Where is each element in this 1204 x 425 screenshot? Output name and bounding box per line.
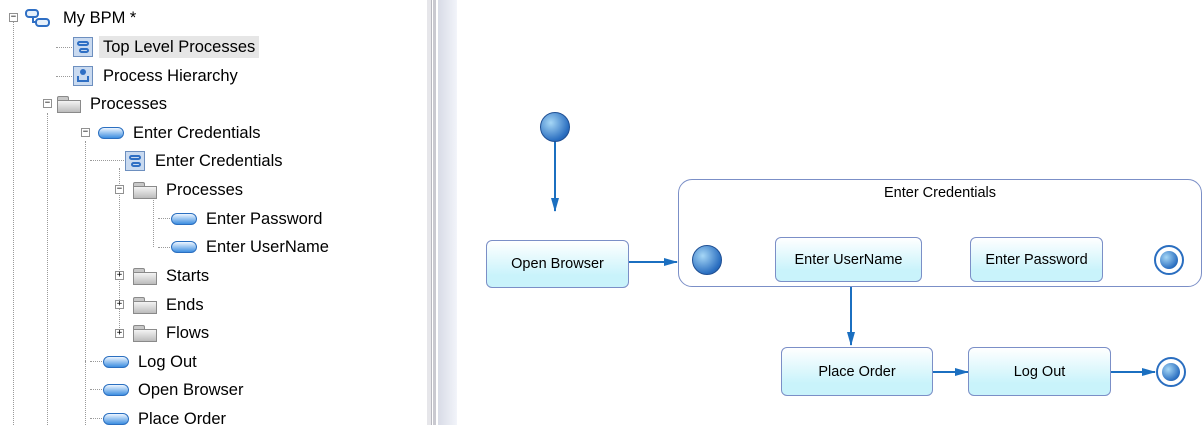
- node-label: Enter Password: [985, 251, 1088, 268]
- process-icon: [98, 127, 124, 139]
- diagram-icon: [125, 151, 145, 171]
- tree-item-enter-password[interactable]: Enter Password: [171, 206, 326, 232]
- collapse-toggle[interactable]: −: [43, 98, 52, 108]
- tree-item-open-browser[interactable]: Open Browser: [103, 377, 247, 403]
- tree-connector-line: [90, 160, 124, 161]
- tree-item-top-level-processes[interactable]: Top Level Processes: [73, 34, 260, 60]
- node-label: Place Order: [818, 363, 896, 380]
- hierarchy-icon: [73, 66, 93, 86]
- collapse-toggle[interactable]: −: [9, 12, 18, 22]
- process-diagram-canvas[interactable]: Open Browser Enter Credentials Enter Use…: [457, 0, 1204, 425]
- tree-connector-line: [13, 18, 14, 425]
- tree-connector-line: [119, 168, 120, 336]
- tree-folder-starts[interactable]: Starts: [133, 263, 213, 289]
- tree-connector-line: [56, 76, 72, 77]
- diagram-icon: [73, 37, 93, 57]
- tree-connector-line: [90, 389, 102, 390]
- folder-icon: [133, 267, 157, 285]
- node-label: Log Out: [1013, 363, 1066, 380]
- model-browser-tree: − − − − + + + My BPM * Top Level Process…: [0, 0, 420, 425]
- tree-item-label: Enter Credentials: [155, 152, 283, 170]
- tree-item-label: Open Browser: [138, 381, 244, 399]
- tree-item-enter-credentials-process[interactable]: Enter Credentials: [98, 120, 264, 146]
- process-place-order[interactable]: Place Order: [781, 347, 933, 396]
- tree-folder-ends[interactable]: Ends: [133, 292, 208, 318]
- tree-item-root[interactable]: My BPM *: [25, 5, 140, 31]
- process-icon: [103, 356, 129, 368]
- tree-connector-line: [153, 197, 154, 247]
- tree-item-label: Enter UserName: [206, 238, 329, 256]
- tree-item-enter-username[interactable]: Enter UserName: [171, 234, 333, 260]
- tree-item-label: Top Level Processes: [99, 36, 260, 58]
- tree-connector-line: [158, 247, 170, 248]
- tree-item-label: Enter Password: [206, 210, 323, 228]
- collapse-toggle[interactable]: −: [115, 184, 124, 194]
- tree-item-label: My BPM *: [63, 9, 137, 27]
- tree-folder-flows[interactable]: Flows: [133, 320, 213, 346]
- expand-toggle[interactable]: +: [115, 270, 124, 280]
- tree-item-label: Processes: [166, 181, 244, 199]
- bpm-model-icon: [25, 8, 51, 28]
- end-event-sub[interactable]: [1154, 245, 1184, 275]
- process-open-browser[interactable]: Open Browser: [486, 240, 629, 288]
- node-label: Enter UserName: [794, 251, 903, 268]
- folder-icon: [133, 181, 157, 199]
- expand-toggle[interactable]: +: [115, 299, 124, 309]
- process-enter-username[interactable]: Enter UserName: [775, 237, 922, 282]
- folder-icon: [133, 296, 157, 314]
- tree-folder-processes[interactable]: Processes: [57, 91, 171, 117]
- folder-icon: [57, 95, 81, 113]
- process-icon: [171, 241, 197, 253]
- tree-item-log-out[interactable]: Log Out: [103, 349, 201, 375]
- tree-connector-line: [90, 361, 102, 362]
- tree-connector-line: [158, 218, 170, 219]
- tree-connector-line: [56, 47, 72, 48]
- tree-item-place-order[interactable]: Place Order: [103, 406, 230, 425]
- process-enter-password[interactable]: Enter Password: [970, 237, 1103, 282]
- tree-connector-line: [90, 418, 102, 419]
- process-icon: [171, 213, 197, 225]
- tree-item-label: Starts: [166, 267, 210, 285]
- group-title: Enter Credentials: [883, 185, 997, 201]
- tree-item-label: Enter Credentials: [133, 124, 261, 142]
- process-icon: [103, 384, 129, 396]
- process-group-enter-credentials[interactable]: Enter Credentials: [678, 179, 1202, 287]
- folder-icon: [133, 324, 157, 342]
- process-icon: [103, 413, 129, 425]
- process-log-out[interactable]: Log Out: [968, 347, 1111, 396]
- tree-item-process-hierarchy[interactable]: Process Hierarchy: [73, 63, 242, 89]
- expand-toggle[interactable]: +: [115, 328, 124, 338]
- end-event-main[interactable]: [1156, 357, 1186, 387]
- tree-item-label: Flows: [166, 324, 210, 342]
- tree-item-label: Place Order: [138, 410, 227, 425]
- tree-item-label: Log Out: [138, 353, 197, 371]
- start-event-main[interactable]: [540, 112, 570, 142]
- tree-connector-line: [47, 113, 48, 425]
- start-event-sub[interactable]: [692, 245, 722, 275]
- collapse-toggle[interactable]: −: [81, 127, 90, 137]
- node-label: Open Browser: [511, 256, 604, 272]
- tree-connector-line: [85, 361, 86, 425]
- tree-connector-line: [85, 141, 86, 361]
- tree-item-label: Processes: [90, 95, 168, 113]
- tree-item-enter-credentials-diagram[interactable]: Enter Credentials: [125, 148, 286, 174]
- tree-folder-sub-processes[interactable]: Processes: [133, 177, 247, 203]
- tree-item-label: Ends: [166, 296, 204, 314]
- panel-splitter[interactable]: [427, 0, 457, 425]
- tree-item-label: Process Hierarchy: [103, 67, 238, 85]
